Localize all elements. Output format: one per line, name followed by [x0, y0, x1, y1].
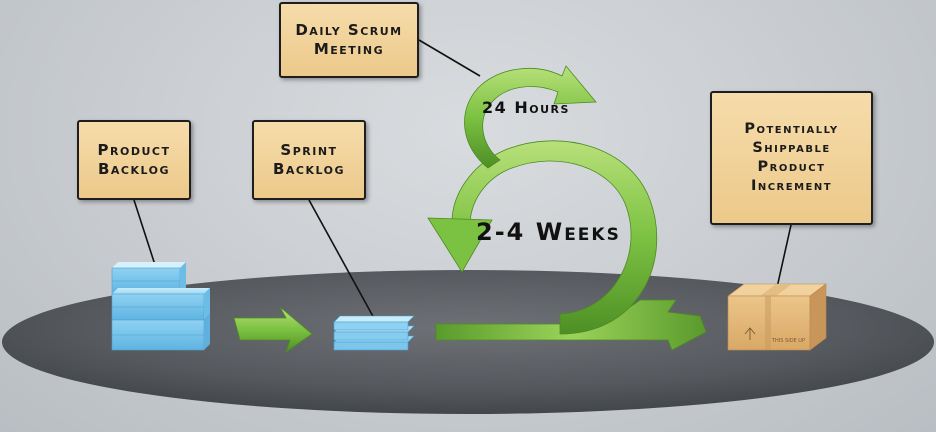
daily-cycle-duration-label: 24 Hours [482, 98, 570, 117]
connector-daily-scrum [418, 39, 481, 77]
daily-cycle-arrow-icon [464, 65, 597, 169]
box-marking-text: THIS SIDE UP [771, 338, 805, 344]
stacked-blocks-icon [111, 262, 210, 351]
product-backlog-label: Product Backlog [77, 120, 191, 200]
sprint-backlog-label: Sprint Backlog [252, 120, 366, 200]
sprint-duration-label: 2-4 Weeks [476, 218, 621, 246]
stacked-sheets-icon [333, 315, 415, 351]
product-increment-label: Potentially Shippable Product Increment [710, 91, 873, 225]
connector-increment [775, 224, 792, 293]
connector-sprint-backlog [308, 199, 376, 321]
platform-ellipse [2, 270, 934, 414]
daily-scrum-meeting-label: Daily Scrum Meeting [279, 2, 419, 78]
cardboard-box-icon: THIS SIDE UP [727, 283, 827, 351]
arrow-right-icon [233, 306, 313, 354]
sprint-cycle-arrow-icon [427, 140, 707, 351]
connector-product-backlog [133, 199, 157, 269]
